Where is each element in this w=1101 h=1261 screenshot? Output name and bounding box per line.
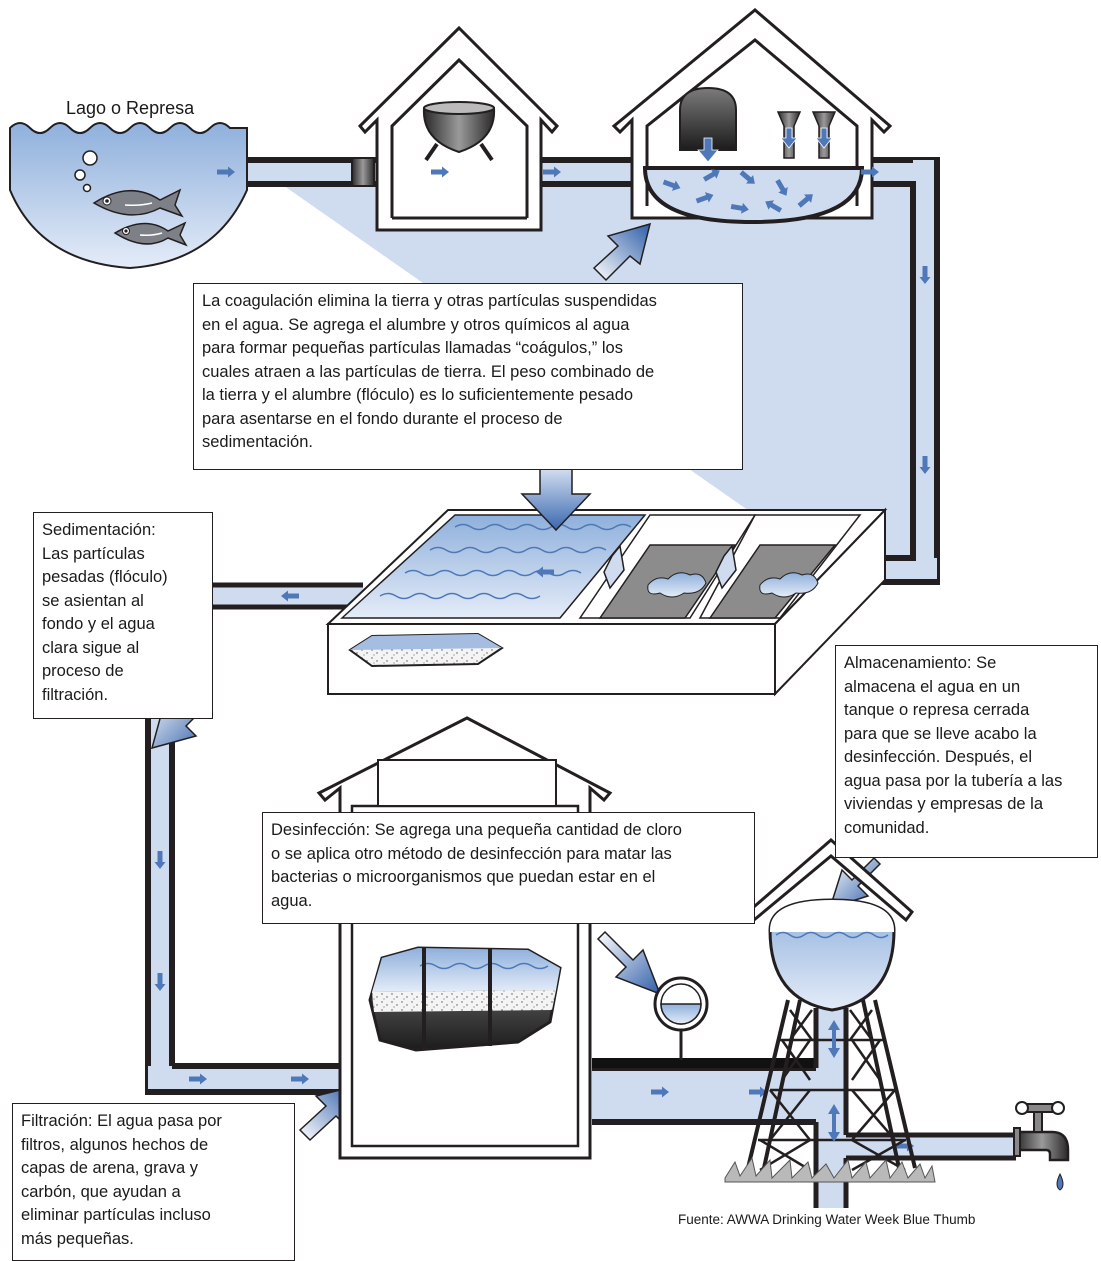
- chlorine-gauge: [653, 976, 709, 1060]
- storage-callout: Almacenamiento: Se almacena el agua en u…: [835, 645, 1098, 858]
- source-credit: Fuente: AWWA Drinking Water Week Blue Th…: [678, 1212, 976, 1227]
- fish-icon: [92, 188, 184, 218]
- disinfection-callout: Desinfección: Se agrega una pequeña cant…: [262, 812, 755, 924]
- water-tower: [724, 838, 936, 1183]
- lake: [9, 122, 248, 270]
- filtration-callout: Filtración: El agua pasa por filtros, al…: [12, 1103, 295, 1261]
- callout-arrows: [150, 222, 882, 1142]
- lake-label: Lago o Represa: [66, 98, 195, 118]
- coagulation-house: [611, 8, 893, 225]
- faucet-icon: [1013, 1101, 1070, 1191]
- sedimentation-basin: [281, 507, 888, 697]
- fish-icon: [113, 221, 188, 247]
- coagulation-callout: La coagulación elimina la tierra y otras…: [193, 283, 743, 470]
- chemical-house: [357, 25, 561, 232]
- filter-house: [316, 716, 613, 1160]
- intake-valve: [351, 157, 375, 187]
- sedimentation-callout: Sedimentación: Las partículas pesadas (f…: [33, 512, 213, 719]
